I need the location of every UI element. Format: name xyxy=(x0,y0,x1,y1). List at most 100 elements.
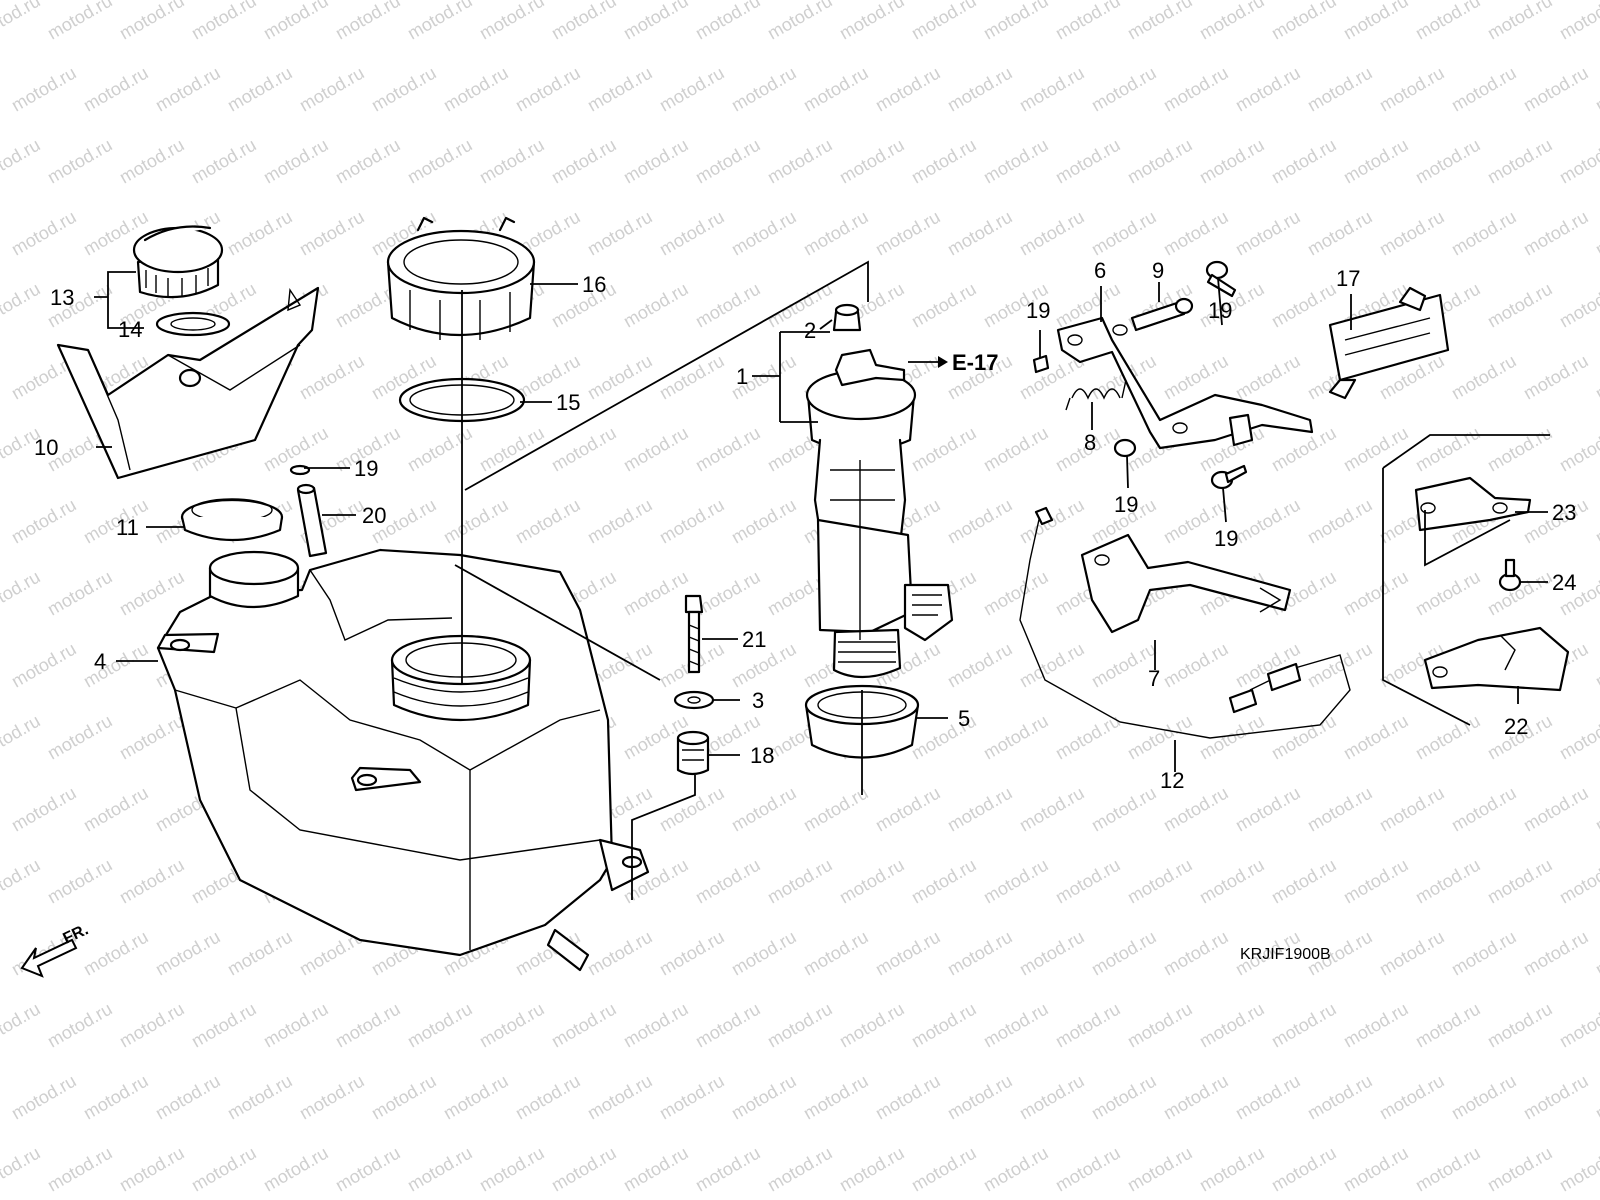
watermark-text: motod.ru xyxy=(1304,783,1376,836)
callout-9: 9 xyxy=(1152,258,1164,283)
watermark-text: motod.ru xyxy=(80,63,152,116)
watermark-text: motod.ru xyxy=(440,63,512,116)
watermark-text: motod.ru xyxy=(296,63,368,116)
watermark-text: motod.ru xyxy=(1160,207,1232,260)
watermark-text: motod.ru xyxy=(1232,207,1304,260)
watermark-text: motod.ru xyxy=(1196,855,1268,908)
watermark-text: motod.ru xyxy=(476,1143,548,1196)
watermark-text: motod.ru xyxy=(116,1143,188,1196)
cable xyxy=(1019,506,1351,739)
watermark-text: motod.ru xyxy=(1484,855,1556,908)
stay-bracket xyxy=(1056,316,1314,450)
watermark-text: motod.ru xyxy=(1592,351,1600,404)
watermark-text: motod.ru xyxy=(332,999,404,1052)
watermark-text: motod.ru xyxy=(1484,0,1556,43)
watermark-text: motod.ru xyxy=(512,1071,584,1124)
mount-bracket xyxy=(1414,476,1532,532)
watermark-text: motod.ru xyxy=(1268,855,1340,908)
watermark-text: motod.ru xyxy=(440,1071,512,1124)
group-line-bracket-inner xyxy=(1424,510,1511,567)
callout-7: 7 xyxy=(1148,666,1160,691)
watermark-text: motod.ru xyxy=(692,1143,764,1196)
watermark-text: motod.ru xyxy=(152,927,224,980)
watermark-text: motod.ru xyxy=(980,999,1052,1052)
watermark-text: motod.ru xyxy=(224,1071,296,1124)
callout-19-top: 19 xyxy=(1208,298,1232,323)
watermark-text: motod.ru xyxy=(656,207,728,260)
watermark-text: motod.ru xyxy=(1160,927,1232,980)
callout-15: 15 xyxy=(556,390,580,415)
watermark-text: motod.ru xyxy=(1124,0,1196,43)
watermark-text: motod.ru xyxy=(1268,1143,1340,1196)
watermark-text: motod.ru xyxy=(1160,63,1232,116)
watermark-text: motod.ru xyxy=(80,1071,152,1124)
watermark-text: motod.ru xyxy=(1124,135,1196,188)
watermark-text: motod.ru xyxy=(224,63,296,116)
watermark-text: motod.ru xyxy=(620,279,692,332)
watermark-text: motod.ru xyxy=(1592,63,1600,116)
callouts: 13 14 10 11 19 20 4 16 15 2 1 21 3 18 5 … xyxy=(34,258,1576,793)
watermark-text: motod.ru xyxy=(1484,279,1556,332)
callout-18: 18 xyxy=(750,743,774,768)
watermark-text: motod.ru xyxy=(188,999,260,1052)
watermark-text: motod.ru xyxy=(1088,63,1160,116)
watermark-text: motod.ru xyxy=(836,999,908,1052)
diagram-code: KRJIF1900B xyxy=(1240,946,1331,963)
watermark-text: motod.ru xyxy=(1376,207,1448,260)
watermark-text: motod.ru xyxy=(692,423,764,476)
callout-11: 11 xyxy=(116,515,139,540)
callout-26: 24 xyxy=(1552,570,1576,595)
watermark-text: motod.ru xyxy=(584,495,656,548)
watermark-text: motod.ru xyxy=(800,63,872,116)
group-line-pump-top xyxy=(464,260,869,491)
watermark-text: motod.ru xyxy=(728,63,800,116)
watermark-text: motod.ru xyxy=(0,1143,44,1196)
watermark-text: motod.ru xyxy=(0,855,44,908)
watermark-text: motod.ru xyxy=(1376,927,1448,980)
watermark-text: motod.ru xyxy=(512,495,584,548)
flange-bolt-c xyxy=(1210,464,1248,490)
watermark-text: motod.ru xyxy=(44,711,116,764)
watermark-text: motod.ru xyxy=(1556,135,1600,188)
watermark-text: motod.ru xyxy=(548,999,620,1052)
watermark-text: motod.ru xyxy=(1016,207,1088,260)
watermark-text: motod.ru xyxy=(8,639,80,692)
watermark-text: motod.ru xyxy=(80,783,152,836)
watermark-text: motod.ru xyxy=(260,999,332,1052)
reference-e17: E-17 xyxy=(938,350,998,375)
watermark-text: motod.ru xyxy=(260,0,332,43)
watermark-text: motod.ru xyxy=(1124,999,1196,1052)
washer xyxy=(673,690,715,710)
watermark-text: motod.ru xyxy=(476,135,548,188)
watermark-text: motod.ru xyxy=(440,495,512,548)
watermark-text: motod.ru xyxy=(692,999,764,1052)
watermark-text: motod.ru xyxy=(0,999,44,1052)
watermark-text: motod.ru xyxy=(1448,783,1520,836)
watermark-text: motod.ru xyxy=(44,135,116,188)
watermark-text: motod.ru xyxy=(944,207,1016,260)
watermark-text: motod.ru xyxy=(980,1143,1052,1196)
watermark-text: motod.ru xyxy=(1592,1071,1600,1124)
watermark-text: motod.ru xyxy=(764,135,836,188)
watermark-text: motod.ru xyxy=(1520,783,1592,836)
watermark-text: motod.ru xyxy=(1340,567,1412,620)
watermark-text: motod.ru xyxy=(692,279,764,332)
watermark-text: motod.ru xyxy=(584,63,656,116)
watermark-text: motod.ru xyxy=(1160,639,1232,692)
callout-12: 12 xyxy=(1160,768,1184,793)
watermark-text: motod.ru xyxy=(188,135,260,188)
watermark-text: motod.ru xyxy=(1520,351,1592,404)
watermark-text: motod.ru xyxy=(44,0,116,43)
watermark-text: motod.ru xyxy=(296,1071,368,1124)
watermark-text: motod.ru xyxy=(800,927,872,980)
watermark-text: motod.ru xyxy=(512,63,584,116)
watermark-text: motod.ru xyxy=(1340,999,1412,1052)
watermark-text: motod.ru xyxy=(1196,0,1268,43)
watermark-text: motod.ru xyxy=(620,567,692,620)
watermark-text: motod.ru xyxy=(1448,207,1520,260)
watermark-text: motod.ru xyxy=(872,207,944,260)
watermark-text: motod.ru xyxy=(1088,1071,1160,1124)
watermark-text: motod.ru xyxy=(44,567,116,620)
watermark-text: motod.ru xyxy=(1448,351,1520,404)
callout-8: 8 xyxy=(1084,430,1096,455)
